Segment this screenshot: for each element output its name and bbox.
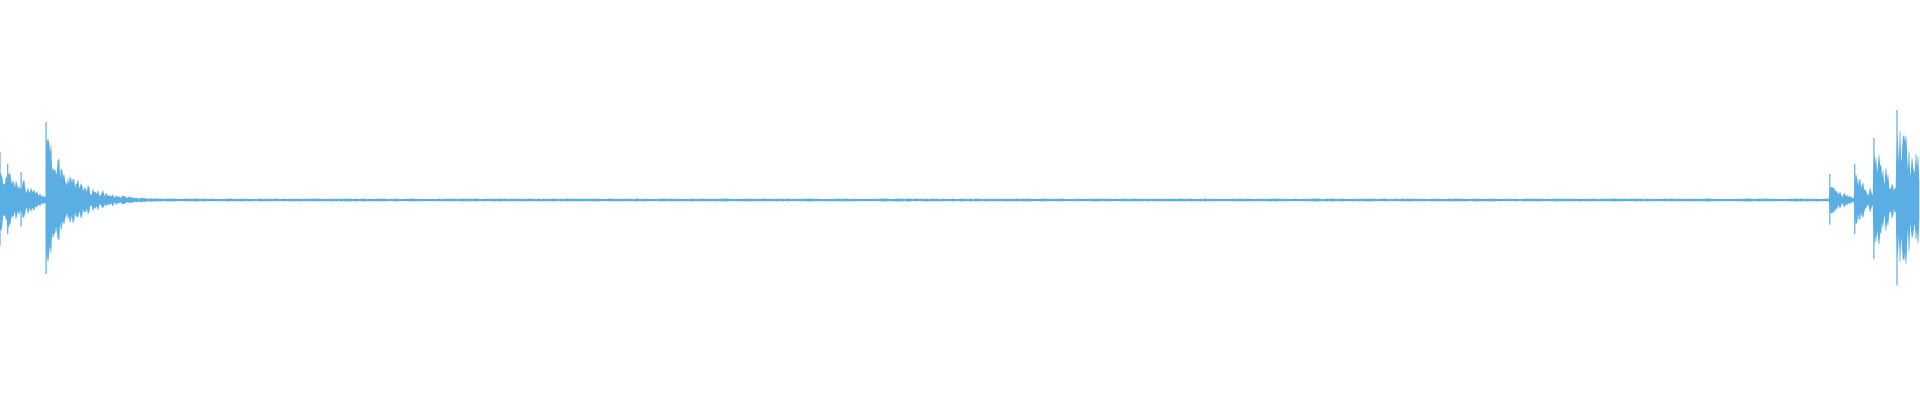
waveform-envelope — [0, 129, 1920, 264]
